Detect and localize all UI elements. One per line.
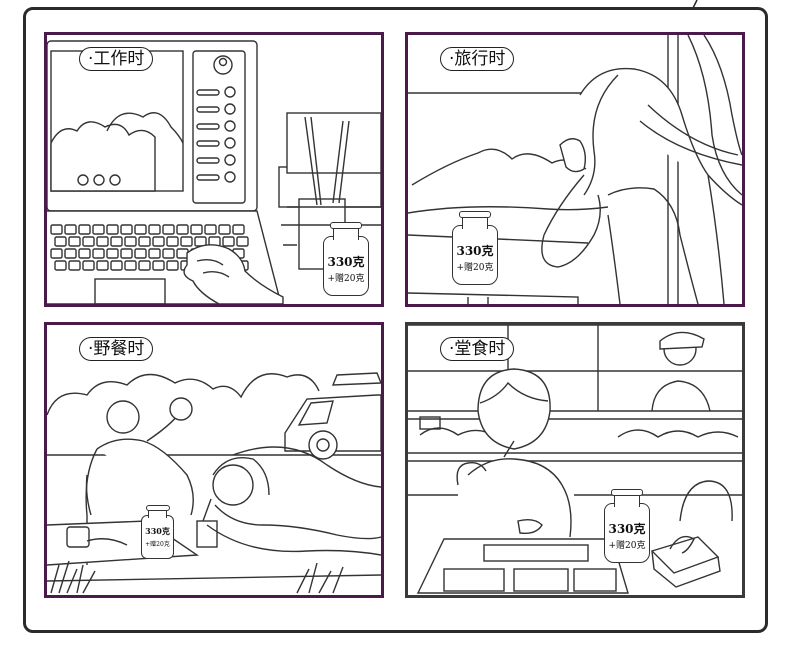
picnic-scene-illustration (47, 372, 381, 594)
sauce-jar: 330克 +赠20克 (604, 489, 652, 563)
jar-weight: 330克 (608, 522, 646, 536)
jar-bonus: +赠20克 (456, 263, 494, 273)
dining-scene-illustration (408, 325, 742, 594)
panel-label: ·野餐时 (79, 337, 154, 361)
sauce-jar: 330克 +赠20克 (452, 211, 500, 285)
jar-weight: 330克 (145, 526, 170, 536)
working-scene-illustration (47, 40, 381, 304)
panel-label: ·工作时 (79, 47, 154, 71)
panel-dining: ·堂食时 330克 +赠20克 (405, 322, 745, 598)
panel-label: ·旅行时 (440, 47, 515, 71)
jar-weight: 330克 (456, 244, 494, 258)
traveling-scene-illustration (408, 35, 742, 304)
sauce-jar: 330克 +赠20克 (323, 222, 371, 296)
panel-picnic: ·野餐时 330克 +赠20克 (44, 322, 384, 598)
panel-label: ·堂食时 (440, 337, 515, 361)
jar-bonus: +赠20克 (327, 274, 365, 284)
jar-bonus: +赠20克 (608, 541, 646, 551)
jar-bonus: +赠20克 (145, 541, 170, 548)
sauce-jar: 330克 +赠20克 (141, 505, 175, 559)
panel-working: ·工作时 330克 +赠20克 (44, 32, 384, 307)
panel-traveling: ·旅行时 330克 +赠20克 (405, 32, 745, 307)
jar-weight: 330克 (327, 255, 365, 269)
